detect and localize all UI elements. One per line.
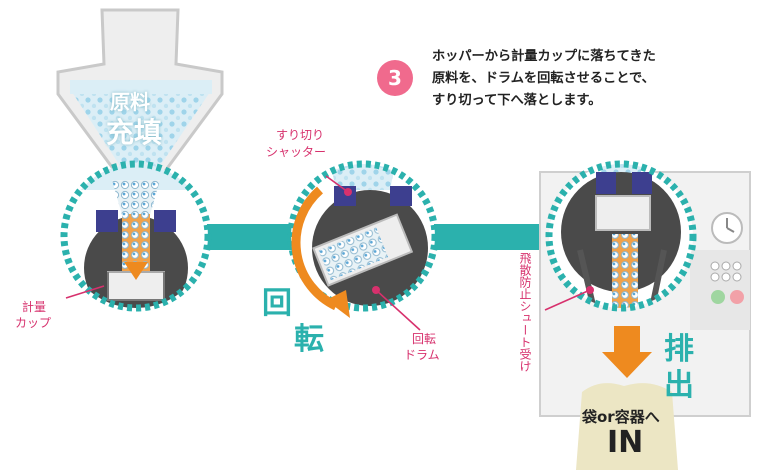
measuring-cup-zoom [60, 160, 212, 312]
label-drum-2: ドラム [404, 348, 440, 362]
label-rotation-1: 回 [262, 286, 292, 321]
shutter-left-top [96, 210, 118, 232]
label-discharge-1: 排 [664, 332, 694, 367]
discharge-zoom [545, 160, 697, 312]
label-in: IN [607, 425, 644, 460]
anti-scatter-chute [577, 249, 667, 308]
shutter-block-right [390, 186, 412, 206]
red-button-icon [730, 290, 744, 304]
label-filling: 充填 [106, 116, 163, 149]
connector-bar-left [205, 224, 295, 250]
label-raw-material: 原料 [110, 90, 150, 114]
step-description-line-3: すり切って下へ落とします。 [432, 93, 602, 108]
step-description-line-1: ホッパーから計量カップに落ちてきた [432, 49, 656, 64]
step-number-badge: 3 [377, 60, 413, 96]
green-button-icon [711, 290, 725, 304]
keypad [710, 261, 742, 282]
label-rotation-2: 転 [294, 322, 324, 357]
label-measuring-cup-1: 計量 [22, 300, 47, 314]
connector-bar-right [432, 224, 552, 250]
label-shutter-1: すり切り [276, 128, 325, 142]
shutter-right-top [154, 210, 176, 232]
label-anti-scatter-chute: 飛散防止シュート受け [518, 252, 532, 372]
hopper [56, 8, 224, 180]
bag [576, 383, 678, 470]
label-discharge-2: 出 [664, 368, 694, 403]
label-shutter-2: シャッター [266, 145, 327, 159]
down-arrow-left [124, 262, 148, 280]
rotating-drum-zoom [287, 160, 439, 318]
label-drum-1: 回転 [412, 332, 437, 346]
label-bag: 袋or容器へ [582, 408, 660, 426]
label-measuring-cup-2: カップ [15, 316, 52, 330]
step-description-line-2: 原料を、ドラムを回転させることで、 [432, 71, 655, 86]
rotation-arrow [291, 186, 339, 311]
pointer-lines [65, 175, 591, 331]
discharge-arrow [602, 326, 652, 378]
